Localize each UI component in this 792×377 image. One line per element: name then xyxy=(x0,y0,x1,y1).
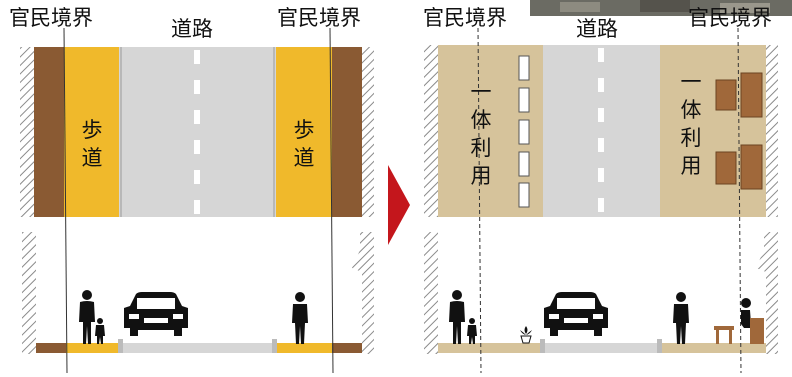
bench-icon xyxy=(714,318,764,344)
lane-dash xyxy=(194,200,200,214)
road-surface-after xyxy=(543,45,660,217)
lane-dash xyxy=(598,108,604,122)
boundary-line-left-after xyxy=(477,27,482,374)
arrow-right-icon xyxy=(388,165,410,245)
road-label-after: 道路 xyxy=(576,17,618,41)
before-section-view xyxy=(22,232,374,354)
sidewalk-right xyxy=(276,47,332,217)
after-section-view xyxy=(424,232,778,354)
adult-icon xyxy=(292,292,308,344)
lane-dash xyxy=(598,78,604,92)
boundary-label-right-after: 官民境界 xyxy=(688,6,772,30)
stall-outlines xyxy=(518,55,530,208)
integrated-use-label-right: 一体利用 xyxy=(680,70,702,178)
child-icon xyxy=(95,318,105,344)
lane-markings-after xyxy=(598,48,604,212)
lane-dash xyxy=(194,140,200,154)
lane-dash xyxy=(598,48,604,62)
plant-icon xyxy=(520,326,532,344)
boundary-label-left-before: 官民境界 xyxy=(9,6,93,30)
after-plan-view xyxy=(424,45,778,217)
child-icon xyxy=(467,318,477,344)
building-strip-right xyxy=(332,47,362,217)
adult-icon xyxy=(79,290,95,344)
boundary-line-right-before xyxy=(329,27,334,374)
lane-dash xyxy=(194,110,200,124)
lane-dash xyxy=(598,138,604,152)
sidewalk-label-right: 歩道 xyxy=(293,118,315,170)
building-strip-left xyxy=(34,47,64,217)
lane-dash xyxy=(194,50,200,64)
lane-dash xyxy=(194,80,200,94)
lane-dash xyxy=(598,168,604,182)
boundary-label-right-before: 官民境界 xyxy=(277,6,361,30)
sidewalk-left xyxy=(64,47,119,217)
road-surface xyxy=(119,47,276,217)
integrated-zone-right xyxy=(660,45,766,217)
lane-markings xyxy=(194,50,200,214)
left-wall-hatch xyxy=(20,47,34,217)
road-label-before: 道路 xyxy=(171,17,213,41)
car-icon xyxy=(124,292,188,336)
lane-dash xyxy=(598,198,604,212)
furniture-tables xyxy=(715,72,763,190)
car-icon xyxy=(544,292,608,336)
silhouettes xyxy=(79,290,760,344)
aerial-photo-fragment xyxy=(530,0,792,16)
right-wall-hatch xyxy=(362,47,374,217)
integrated-use-label-left: 一体利用 xyxy=(470,80,492,188)
boundary-line-right-after xyxy=(737,27,742,374)
adult-icon xyxy=(449,290,465,344)
boundary-line-left-before xyxy=(63,27,68,374)
lane-dash xyxy=(194,170,200,184)
sidewalk-label-left: 歩道 xyxy=(81,118,103,170)
before-plan-view xyxy=(20,47,374,217)
boundary-label-left-after: 官民境界 xyxy=(423,6,507,30)
adult-icon xyxy=(673,292,689,344)
